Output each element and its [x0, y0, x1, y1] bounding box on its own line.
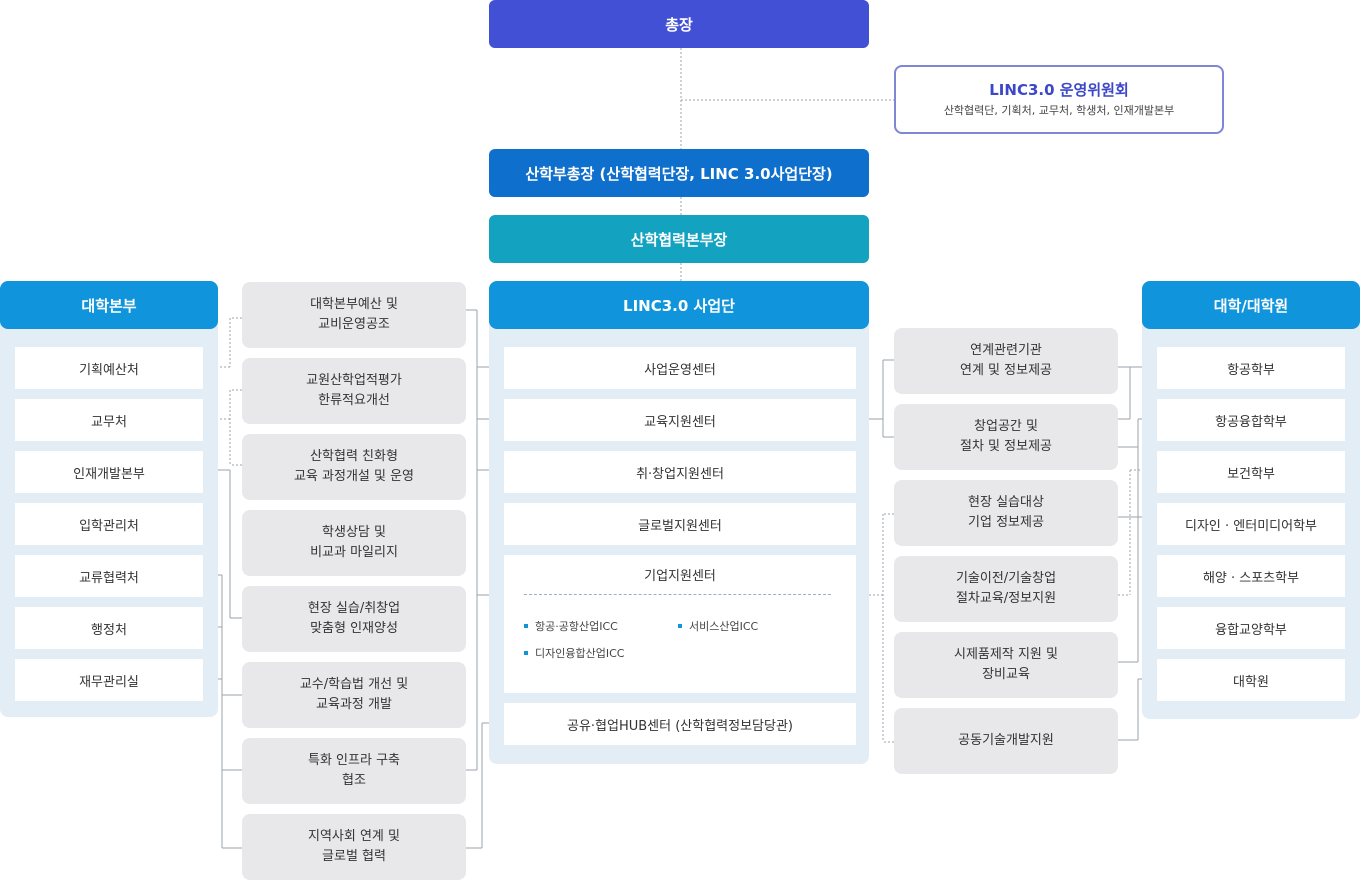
- mid-function-evaluation-line1: 교원산학업적평가: [306, 373, 402, 388]
- left-item-finance: 재무관리실: [15, 659, 203, 701]
- left-item-planning: 기획예산처: [15, 347, 203, 389]
- right-function-tech-transfer-line2: 절차교육/정보지원: [955, 591, 1057, 606]
- mid-function-fieldwork: 현장 실습/취창업 맞춤형 인재양성: [242, 586, 466, 652]
- right-function-startup-space-line2: 절차 및 정보제공: [960, 439, 1052, 454]
- left-item-administration: 행정처: [15, 607, 203, 649]
- bullet-design-icc: 디자인융합산업ICC: [524, 645, 624, 661]
- linc-title: LINC3.0 사업단: [489, 281, 869, 329]
- mid-function-teaching-line2: 교육과정 개발: [316, 697, 392, 712]
- mid-function-infrastructure-line1: 특화 인프라 구축: [308, 753, 400, 768]
- business-center-title: 기업지원센터: [644, 569, 716, 584]
- mid-function-curriculum-line2: 교육 과정개설 및 운영: [293, 469, 415, 484]
- vice-president-box: 산학부총장 (산학협력단장, LINC 3.0사업단장): [489, 149, 869, 197]
- left-item-admissions: 입학관리처: [15, 503, 203, 545]
- right-function-partners: 연계관련기관 연계 및 정보제공: [894, 328, 1118, 394]
- linc-panel: LINC3.0 사업단 사업운영센터 교육지원센터 취·창업지원센터 글로벌지원…: [489, 281, 869, 764]
- mid-function-community-line2: 글로벌 협력: [322, 849, 386, 864]
- mid-function-fieldwork-line2: 맞춤형 인재양성: [310, 621, 398, 636]
- mid-function-evaluation-line2: 한류적요개선: [318, 393, 390, 408]
- center-item-career: 취·창업지원센터: [504, 451, 856, 493]
- committee-title: LINC3.0 운영위원회: [989, 80, 1129, 99]
- right-item-aviation-convergence: 항공융합학부: [1157, 399, 1345, 441]
- right-item-liberal-arts: 융합교양학부: [1157, 607, 1345, 649]
- business-support-center: 기업지원센터 항공·공항산업ICC 서비스산업ICC 디자인융합산업ICC: [504, 555, 856, 693]
- mid-function-evaluation: 교원산학업적평가 한류적요개선: [242, 358, 466, 424]
- center-item-education: 교육지원센터: [504, 399, 856, 441]
- right-function-prototype-line1: 시제품제작 지원 및: [954, 647, 1058, 662]
- mid-function-infrastructure-line2: 협조: [342, 773, 366, 788]
- right-function-joint-rnd-line1: 공동기술개발지원: [958, 733, 1054, 748]
- president-box: 총장: [489, 0, 869, 48]
- right-function-partners-line2: 연계 및 정보제공: [960, 363, 1052, 378]
- hq-director-box: 산학협력본부장: [489, 215, 869, 263]
- right-function-prototype-line2: 장비교육: [982, 667, 1030, 682]
- right-item-design: 디자인 · 엔터미디어학부: [1157, 503, 1345, 545]
- right-function-startup-space: 창업공간 및 절차 및 정보제공: [894, 404, 1118, 470]
- left-item-talent: 인재개발본부: [15, 451, 203, 493]
- right-function-internship-info: 현장 실습대상 기업 정보제공: [894, 480, 1118, 546]
- bullet-service-icc: 서비스산업ICC: [678, 618, 758, 634]
- mid-function-counseling-line1: 학생상담 및: [322, 525, 386, 540]
- committee-box: LINC3.0 운영위원회 산학협력단, 기획처, 교무처, 학생처, 인재개발…: [894, 65, 1224, 134]
- right-item-aviation: 항공학부: [1157, 347, 1345, 389]
- right-function-tech-transfer: 기술이전/기술창업 절차교육/정보지원: [894, 556, 1118, 622]
- colleges-title: 대학/대학원: [1142, 281, 1360, 329]
- mid-function-community: 지역사회 연계 및 글로벌 협력: [242, 814, 466, 880]
- center-item-global: 글로벌지원센터: [504, 503, 856, 545]
- university-hq-panel: 대학본부 기획예산처 교무처 인재개발본부 입학관리처 교류협력처 행정처 재무…: [0, 281, 218, 717]
- mid-function-curriculum-line1: 산학협력 친화형: [310, 449, 398, 464]
- divider: [524, 594, 831, 595]
- right-item-graduate: 대학원: [1157, 659, 1345, 701]
- mid-function-teaching-line1: 교수/학습법 개선 및: [299, 677, 409, 692]
- center-item-operations: 사업운영센터: [504, 347, 856, 389]
- right-item-health: 보건학부: [1157, 451, 1345, 493]
- mid-function-infrastructure: 특화 인프라 구축 협조: [242, 738, 466, 804]
- left-item-academic: 교무처: [15, 399, 203, 441]
- mid-function-teaching: 교수/학습법 개선 및 교육과정 개발: [242, 662, 466, 728]
- mid-function-fieldwork-line1: 현장 실습/취창업: [307, 601, 401, 616]
- mid-function-budget: 대학본부예산 및 교비운영공조: [242, 282, 466, 348]
- mid-function-curriculum: 산학협력 친화형 교육 과정개설 및 운영: [242, 434, 466, 500]
- left-item-exchange: 교류협력처: [15, 555, 203, 597]
- right-function-internship-info-line2: 기업 정보제공: [968, 515, 1044, 530]
- university-hq-title: 대학본부: [0, 281, 218, 329]
- right-function-tech-transfer-line1: 기술이전/기술창업: [955, 571, 1057, 586]
- right-function-startup-space-line1: 창업공간 및: [974, 419, 1038, 434]
- mid-function-counseling: 학생상담 및 비교과 마일리지: [242, 510, 466, 576]
- bullet-aviation-icc: 항공·공항산업ICC: [524, 618, 618, 634]
- right-function-internship-info-line1: 현장 실습대상: [968, 495, 1044, 510]
- center-item-hub: 공유·협업HUB센터 (산학협력정보담당관): [504, 703, 856, 745]
- mid-function-budget-line2: 교비운영공조: [318, 317, 390, 332]
- mid-function-budget-line1: 대학본부예산 및: [310, 297, 398, 312]
- right-function-partners-line1: 연계관련기관: [970, 343, 1042, 358]
- committee-subtitle: 산학협력단, 기획처, 교무처, 학생처, 인재개발본부: [943, 103, 1175, 117]
- colleges-panel: 대학/대학원 항공학부 항공융합학부 보건학부 디자인 · 엔터미디어학부 해양…: [1142, 281, 1360, 719]
- mid-function-counseling-line2: 비교과 마일리지: [310, 545, 398, 560]
- mid-function-community-line1: 지역사회 연계 및: [308, 829, 400, 844]
- right-function-prototype: 시제품제작 지원 및 장비교육: [894, 632, 1118, 698]
- right-function-joint-rnd: 공동기술개발지원: [894, 708, 1118, 774]
- right-item-marine-sports: 해양 · 스포츠학부: [1157, 555, 1345, 597]
